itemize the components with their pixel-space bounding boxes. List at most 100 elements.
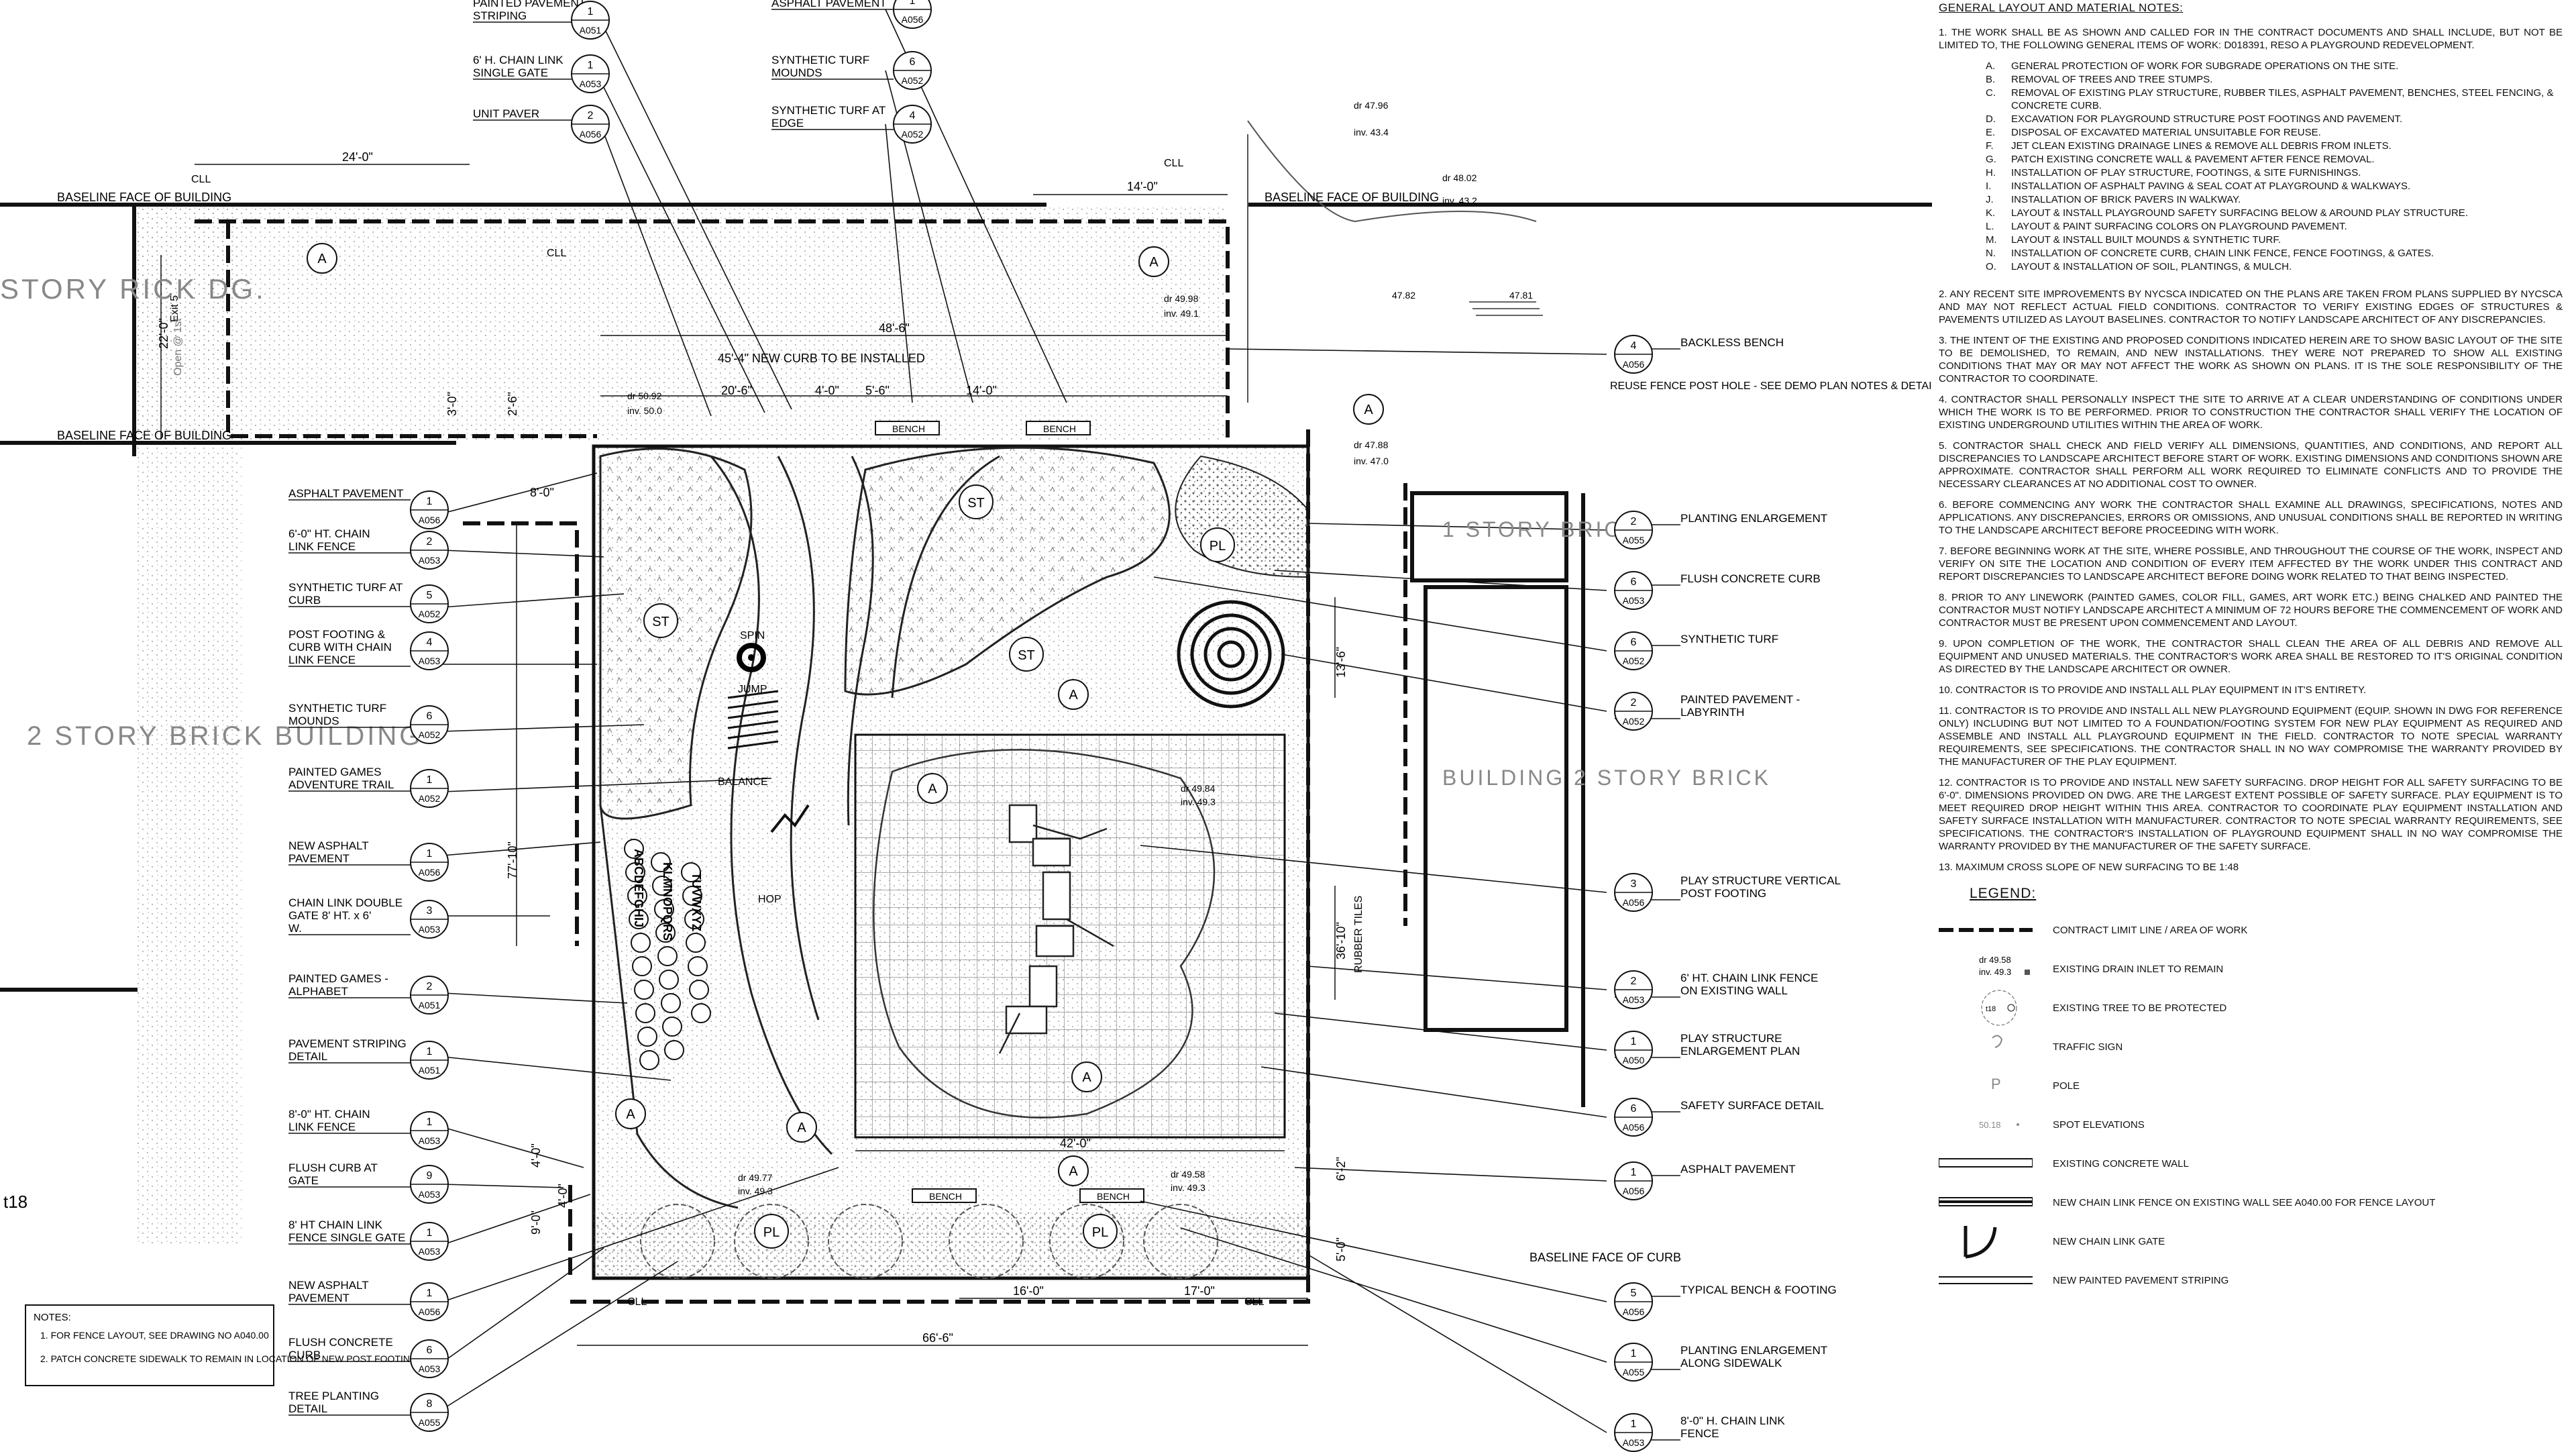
svg-text:dr 49.58: dr 49.58 xyxy=(1979,955,2011,965)
svg-text:2'-6": 2'-6" xyxy=(506,392,519,416)
left-callout-label: CHAIN LINK DOUBLE xyxy=(288,896,402,909)
legend-label: POLE xyxy=(2053,1080,2080,1092)
left-callout-label: SYNTHETIC TURF AT xyxy=(288,581,402,594)
detail-sheet: A055 xyxy=(419,1417,441,1428)
general-note-2: 2. ANY RECENT SITE IMPROVEMENTS BY NYCSC… xyxy=(1939,289,2563,325)
detail-number: 2 xyxy=(427,981,433,992)
detail-sheet: A051 xyxy=(419,1000,441,1010)
jump-label: JUMP xyxy=(738,684,767,695)
top-callout-label: PAINTED PAVEMENT xyxy=(473,0,586,9)
legend: CONTRACT LIMIT LINE / AREA OF WORK dr 49.… xyxy=(1939,912,2563,1301)
legend-label: NEW PAINTED PAVEMENT STRIPING xyxy=(2053,1275,2229,1286)
cll-label-2: CLL xyxy=(1164,158,1183,169)
svg-text:PL: PL xyxy=(763,1225,780,1240)
detail-number: 1 xyxy=(427,496,433,507)
general-note-item-text: GENERAL PROTECTION OF WORK FOR SUBGRADE … xyxy=(2011,60,2399,72)
detail-number: 1 xyxy=(1631,1418,1637,1430)
reuse-fence-note: REUSE FENCE POST HOLE - SEE DEMO PLAN NO… xyxy=(1610,380,1932,392)
general-note-item: M.LAYOUT & INSTALL BUILT MOUNDS & SYNTHE… xyxy=(1986,234,2563,246)
svg-text:4'-0": 4'-0" xyxy=(529,1143,543,1168)
general-note-item: K.LAYOUT & INSTALL PLAYGROUND SAFETY SUR… xyxy=(1986,207,2563,219)
general-note-item: J.INSTALLATION OF BRICK PAVERS IN WALKWA… xyxy=(1986,193,2563,206)
detail-sheet: A056 xyxy=(1623,897,1645,908)
detail-sheet: A053 xyxy=(419,555,441,566)
detail-number: 4 xyxy=(1631,340,1637,352)
svg-text:A: A xyxy=(928,782,937,796)
svg-text:22'-0": 22'-0" xyxy=(157,318,170,349)
legend-item-pole: P POLE xyxy=(1939,1068,2563,1106)
general-note-9: 9. UPON COMPLETION OF THE WORK, THE CONT… xyxy=(1939,638,2563,675)
bench-label-2: BENCH xyxy=(1043,423,1076,434)
cll-label-5: CLL xyxy=(1244,1296,1264,1308)
jump-stripes xyxy=(727,690,779,749)
right-main-building xyxy=(1424,585,1568,1032)
legend-item-stripe: NEW PAINTED PAVEMENT STRIPING xyxy=(1939,1262,2563,1301)
detail-sheet: A056 xyxy=(1623,1122,1645,1133)
svg-text:A: A xyxy=(1069,1164,1078,1179)
left-callout-label: CURB xyxy=(288,1349,321,1361)
svg-text:inv. 49.1: inv. 49.1 xyxy=(1164,308,1199,319)
legend-label: EXISTING TREE TO BE PROTECTED xyxy=(2053,1002,2227,1014)
detail-sheet: A052 xyxy=(902,75,924,86)
detail-number: 5 xyxy=(1631,1288,1637,1299)
legend-label: CONTRACT LIMIT LINE / AREA OF WORK xyxy=(2053,925,2248,936)
general-note-item-text: EXCAVATION FOR PLAYGROUND STRUCTURE POST… xyxy=(2011,113,2403,125)
top-callout-label: EDGE xyxy=(771,117,804,129)
general-note-item-key: H. xyxy=(1986,167,1996,178)
right-callout-label: ALONG SIDEWALK xyxy=(1680,1357,1782,1369)
top-callout-label: 6' H. CHAIN LINK xyxy=(473,54,564,66)
left-callout-label: PAINTED GAMES - xyxy=(288,972,388,985)
detail-sheet: A052 xyxy=(902,129,924,140)
legend-symbol-gate xyxy=(1964,1226,1997,1259)
left-callout-label: ALPHABET xyxy=(288,985,348,998)
left-callout-label: PAINTED GAMES xyxy=(288,766,382,778)
detail-sheet: A052 xyxy=(419,793,441,804)
general-notes-panel: GENERAL LAYOUT AND MATERIAL NOTES: 1. TH… xyxy=(1939,1,2563,1451)
general-note-3: 3. THE INTENT OF THE EXISTING AND PROPOS… xyxy=(1939,335,2563,384)
top-callout-label: SYNTHETIC TURF xyxy=(771,54,869,66)
legend-label: SPOT ELEVATIONS xyxy=(2053,1119,2145,1131)
general-note-item: B.REMOVAL OF TREES AND TREE STUMPS. xyxy=(1986,73,2563,86)
svg-text:A: A xyxy=(1149,255,1159,270)
notes-box-title: NOTES: xyxy=(34,1312,71,1323)
detail-sheet: A053 xyxy=(419,924,441,935)
general-note-item-text: LAYOUT & INSTALLATION OF SOIL, PLANTINGS… xyxy=(2011,261,2292,272)
top-callout-label: STRIPING xyxy=(473,9,527,22)
alphabet-painted-game xyxy=(624,839,711,1070)
detail-number: 2 xyxy=(1631,976,1637,987)
cll-label-1: CLL xyxy=(191,174,211,185)
svg-text:4'-0": 4'-0" xyxy=(556,1184,570,1208)
general-note-1: 1. THE WORK SHALL BE AS SHOWN AND CALLED… xyxy=(1939,27,2563,51)
legend-symbol-sign xyxy=(1992,1035,2003,1048)
detail-sheet: A056 xyxy=(580,129,602,140)
general-note-item-text: LAYOUT & PAINT SURFACING COLORS ON PLAYG… xyxy=(2011,221,2347,232)
svg-text:P: P xyxy=(1991,1076,2001,1092)
svg-text:A: A xyxy=(1069,688,1078,703)
detail-number: 9 xyxy=(427,1170,433,1182)
left-callout-label: SYNTHETIC TURF xyxy=(288,702,386,715)
right-callout-label: PLAY STRUCTURE VERTICAL xyxy=(1680,874,1841,887)
general-note-item-key: E. xyxy=(1986,127,1996,138)
svg-text:ST: ST xyxy=(652,615,669,629)
right-callout-label: 8'-0" H. CHAIN LINK xyxy=(1680,1414,1785,1427)
general-note-item-key: G. xyxy=(1986,154,1996,165)
detail-number: 5 xyxy=(427,590,433,601)
svg-text:20'-6": 20'-6" xyxy=(721,384,752,397)
left-callout-label: GATE 8' HT. x 6' xyxy=(288,909,371,922)
left-callout-label: PAVEMENT STRIPING xyxy=(288,1037,407,1050)
general-note-item-text: DISPOSAL OF EXCAVATED MATERIAL UNSUITABL… xyxy=(2011,127,2321,138)
legend-label: NEW CHAIN LINK FENCE ON EXISTING WALL SE… xyxy=(2053,1197,2436,1208)
general-note-item-key: D. xyxy=(1986,113,1996,125)
svg-text:8'-0": 8'-0" xyxy=(530,486,554,499)
svg-text:77'-10": 77'-10" xyxy=(506,841,519,879)
